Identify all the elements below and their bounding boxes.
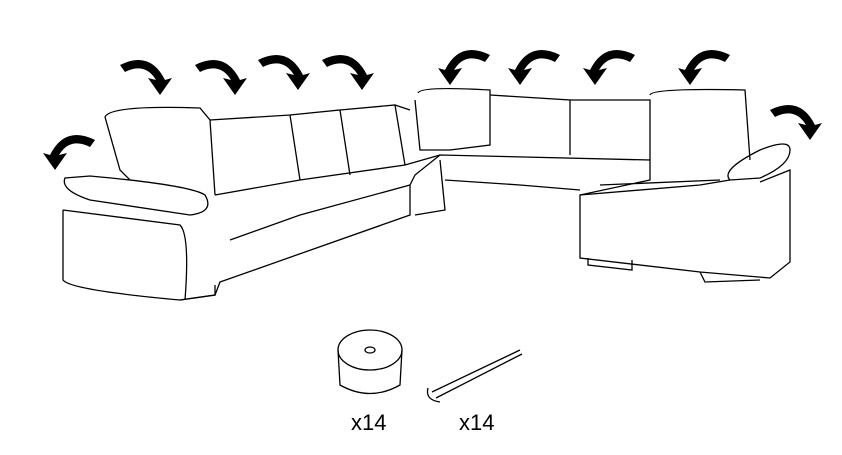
screw-quantity: x14: [459, 410, 495, 435]
screw-part: [426, 349, 523, 403]
foot-quantity: x14: [351, 410, 387, 435]
corner-sofa: [62, 87, 791, 301]
rotation-arrows: [43, 50, 822, 170]
foot-part: [337, 329, 403, 395]
